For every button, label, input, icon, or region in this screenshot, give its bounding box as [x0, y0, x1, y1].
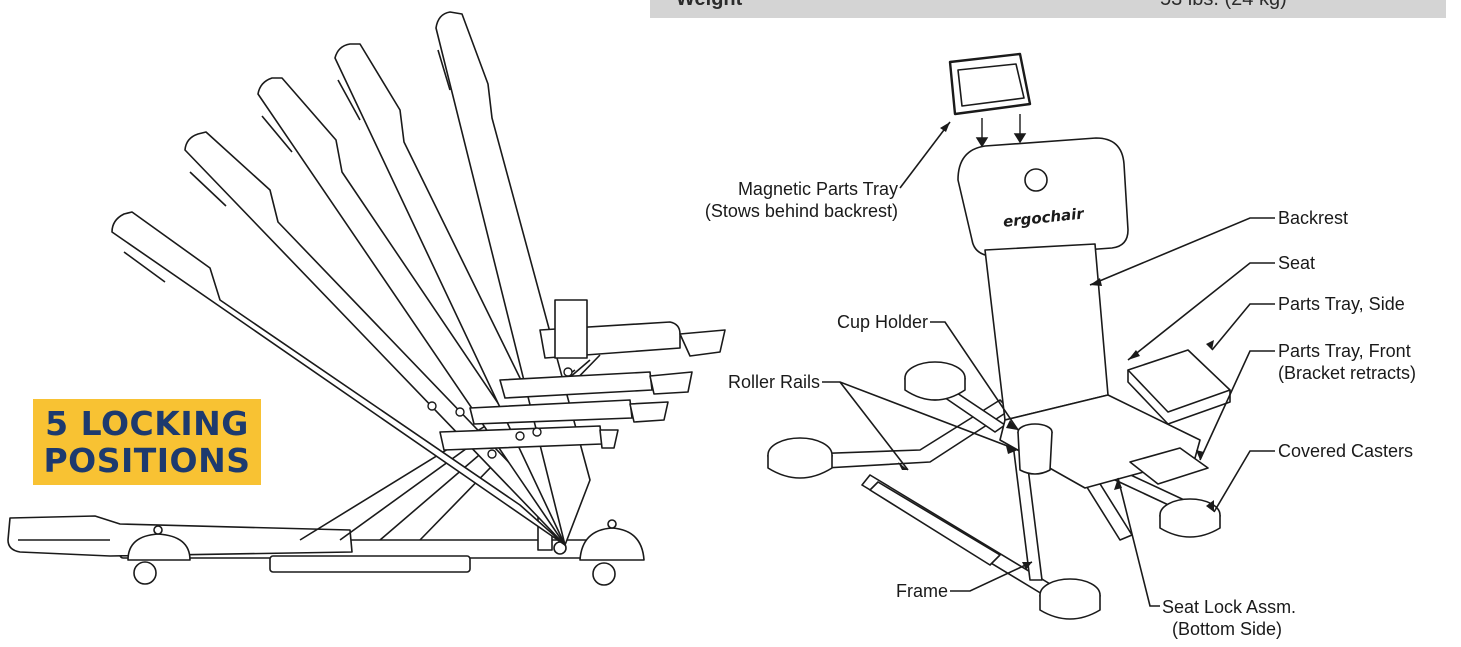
spec-label: Weight: [676, 0, 742, 11]
spec-bar: Weight 53 lbs. (24 kg): [650, 0, 1446, 18]
badge-line-1: 5 LOCKING: [45, 404, 249, 443]
badge-line-2: POSITIONS: [43, 441, 251, 480]
callout-magnetic-parts-tray: Magnetic Parts Tray (Stows behind backre…: [700, 178, 898, 222]
backrest-position-1: [111, 211, 566, 546]
callout-seat-lock: Seat Lock Assm. (Bottom Side): [1162, 596, 1296, 640]
spec-value: 53 lbs. (24 kg): [1160, 0, 1287, 11]
callout-parts-tray-front-label: Parts Tray, Front: [1278, 341, 1411, 361]
locking-positions-badge: 5 LOCKING POSITIONS: [33, 399, 261, 485]
callout-frame: Frame: [895, 581, 948, 601]
callout-covered-casters: Covered Casters: [1278, 441, 1414, 461]
callout-roller-rails: Roller Rails: [727, 372, 820, 392]
callout-parts-tray-front: Parts Tray, Front (Bracket retracts): [1278, 340, 1416, 384]
callout-seat: Seat: [1278, 253, 1316, 273]
callout-parts-tray-front-note: (Bracket retracts): [1278, 363, 1417, 383]
callout-magnetic-parts-tray-note: (Stows behind backrest): [704, 201, 898, 221]
callout-backrest: Backrest: [1278, 208, 1349, 228]
callout-magnetic-parts-tray-label: Magnetic Parts Tray: [737, 179, 898, 199]
callout-parts-tray-side: Parts Tray, Side: [1278, 294, 1405, 314]
backrest-position-3: [257, 77, 566, 546]
callout-seat-lock-label: Seat Lock Assm.: [1162, 597, 1297, 617]
callout-cup-holder: Cup Holder: [836, 312, 928, 332]
side-view-illustration: [7, 11, 726, 586]
callout-seat-lock-note: (Bottom Side): [1172, 619, 1283, 639]
